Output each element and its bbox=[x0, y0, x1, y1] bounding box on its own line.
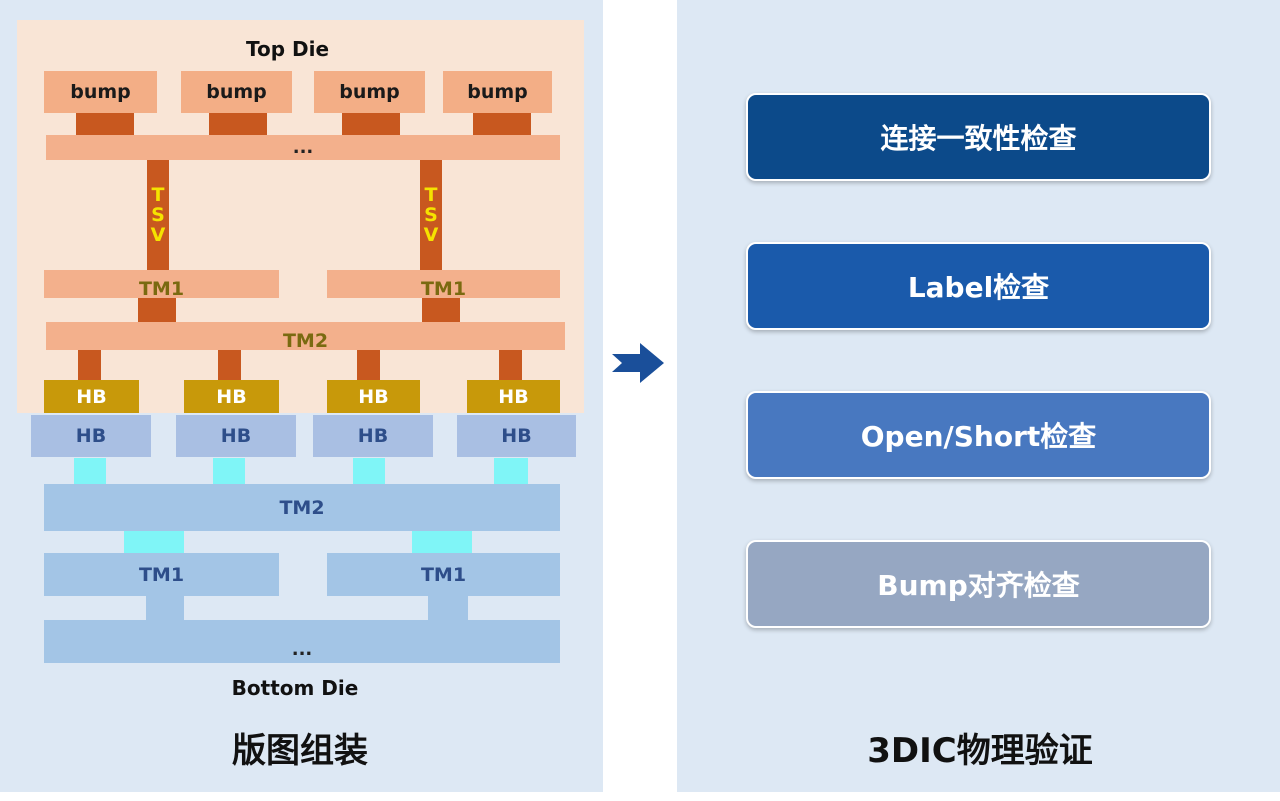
tsv-letter: V bbox=[423, 224, 439, 246]
right-caption: 3DIC物理验证 bbox=[867, 730, 1093, 771]
hb-top-4: HB bbox=[467, 380, 560, 413]
tsv-letter: V bbox=[150, 224, 166, 246]
bottom-stack-via bbox=[428, 596, 468, 620]
check-open-short: Open/Short检查 bbox=[746, 391, 1211, 479]
tm2-bottom: TM2 bbox=[44, 484, 560, 531]
hb-via bbox=[78, 350, 101, 380]
tm-via bbox=[422, 298, 460, 322]
tsv-right: T S V bbox=[420, 160, 442, 270]
bottom-via bbox=[412, 531, 472, 553]
bottom-die-label: Bottom Die bbox=[231, 676, 359, 700]
tsv-letter: S bbox=[424, 204, 438, 226]
hb-bottom-2: HB bbox=[176, 415, 296, 457]
bump-via bbox=[473, 113, 531, 135]
check-label: Label检查 bbox=[746, 242, 1211, 330]
bottom-via bbox=[213, 458, 245, 484]
bottom-stack-via bbox=[146, 596, 184, 620]
tm2-top: TM2 bbox=[46, 322, 565, 352]
top-die-label: Top Die bbox=[245, 37, 330, 61]
tsv-letter: T bbox=[424, 184, 438, 206]
hb-top-1: HB bbox=[44, 380, 139, 413]
bump-via bbox=[342, 113, 400, 135]
check-connectivity: 连接一致性检查 bbox=[746, 93, 1211, 181]
hb-bottom-1: HB bbox=[31, 415, 151, 457]
tm1-bottom-left: TM1 bbox=[44, 553, 279, 596]
bottom-via bbox=[74, 458, 106, 484]
bump-via bbox=[209, 113, 267, 135]
bottom-via bbox=[353, 458, 385, 484]
bottom-via bbox=[494, 458, 528, 484]
hb-via bbox=[218, 350, 241, 380]
hb-via bbox=[357, 350, 380, 380]
hb-top-2: HB bbox=[184, 380, 279, 413]
bump-3: bump bbox=[314, 71, 425, 113]
bump-via bbox=[76, 113, 134, 135]
bump-1: bump bbox=[44, 71, 157, 113]
hb-top-3: HB bbox=[327, 380, 420, 413]
hb-bottom-3: HB bbox=[313, 415, 433, 457]
tsv-letter: S bbox=[151, 204, 165, 226]
tm1-bottom-right: TM1 bbox=[327, 553, 560, 596]
bump-4: bump bbox=[443, 71, 552, 113]
right-arrow-icon bbox=[612, 343, 664, 383]
hb-via bbox=[499, 350, 522, 380]
bump-2: bump bbox=[181, 71, 292, 113]
check-bump-alignment: Bump对齐检查 bbox=[746, 540, 1211, 628]
bottom-metal-stack: ... bbox=[44, 620, 560, 663]
tsv-letter: T bbox=[151, 184, 165, 206]
tm1-top-right: TM1 bbox=[327, 270, 560, 300]
bottom-via bbox=[124, 531, 184, 553]
hb-bottom-4: HB bbox=[457, 415, 576, 457]
top-metal-stack: ... bbox=[46, 135, 560, 160]
tsv-left: T S V bbox=[147, 160, 169, 270]
left-caption: 版图组装 bbox=[232, 730, 368, 771]
tm1-top-left: TM1 bbox=[44, 270, 279, 300]
tm-via bbox=[138, 298, 176, 322]
